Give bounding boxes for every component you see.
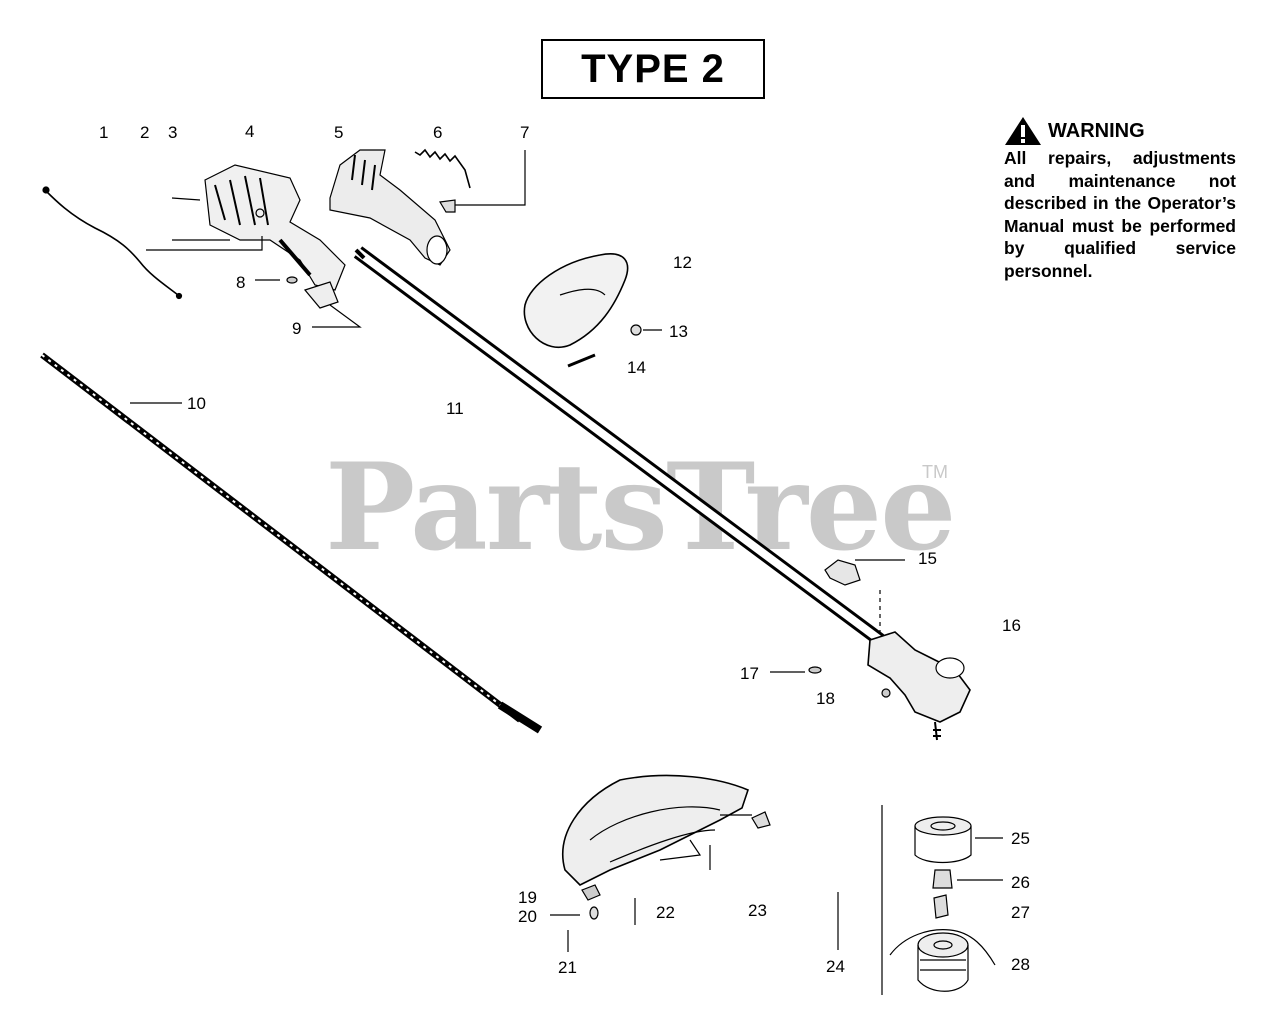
warning-notice: WARNING All repairs, adjustments and mai…: [1004, 116, 1236, 282]
part-number-25: 25: [1011, 829, 1030, 848]
part-number-18: 18: [816, 689, 835, 708]
part-number-16: 16: [1002, 616, 1021, 635]
part-number-22: 22: [656, 903, 675, 922]
warning-body: All repairs, adjustments and maintenance…: [1004, 148, 1236, 281]
part-number-21: 21: [558, 958, 577, 977]
part-number-15: 15: [918, 549, 937, 568]
part-number-14: 14: [627, 358, 646, 377]
part-number-5: 5: [334, 123, 344, 142]
part-number-17: 17: [740, 664, 759, 683]
engine-adapter: [329, 149, 451, 266]
part-number-11: 11: [446, 399, 464, 418]
part-number-1: 1: [99, 123, 109, 142]
drive-shaft: [40, 352, 543, 734]
part-number-13: 13: [669, 322, 688, 341]
part-number-19: 19: [518, 888, 537, 907]
part-number-28: 28: [1011, 955, 1030, 974]
warning-triangle-icon: [1005, 117, 1041, 145]
part-number-2: 2: [140, 123, 150, 142]
trimmer-spool: [889, 929, 996, 992]
throttle-handle: [146, 164, 346, 291]
trademark-mark: TM: [922, 462, 948, 482]
part-number-24: 24: [826, 957, 845, 976]
throttle-cable: [42, 186, 183, 300]
part-number-27: 27: [1011, 903, 1030, 922]
part-number-10: 10: [187, 394, 206, 413]
spring: [414, 148, 471, 189]
front-handle: [523, 253, 629, 348]
gear-head: [867, 631, 971, 741]
part-number-8: 8: [236, 273, 246, 292]
part-number-23: 23: [748, 901, 767, 920]
part-number-4: 4: [245, 122, 255, 141]
part-number-9: 9: [292, 319, 302, 338]
spool-cover: [914, 816, 972, 864]
part-number-7: 7: [520, 123, 530, 142]
diagram-title: TYPE 2: [541, 39, 765, 99]
part-number-6: 6: [433, 123, 443, 142]
part-number-12: 12: [673, 253, 692, 272]
part-number-3: 3: [168, 123, 178, 142]
part-number-26: 26: [1011, 873, 1030, 892]
warning-heading: WARNING: [1048, 119, 1145, 142]
grass-shield: [562, 774, 771, 886]
shaft-tube: [353, 246, 885, 646]
part-number-20: 20: [518, 907, 537, 926]
